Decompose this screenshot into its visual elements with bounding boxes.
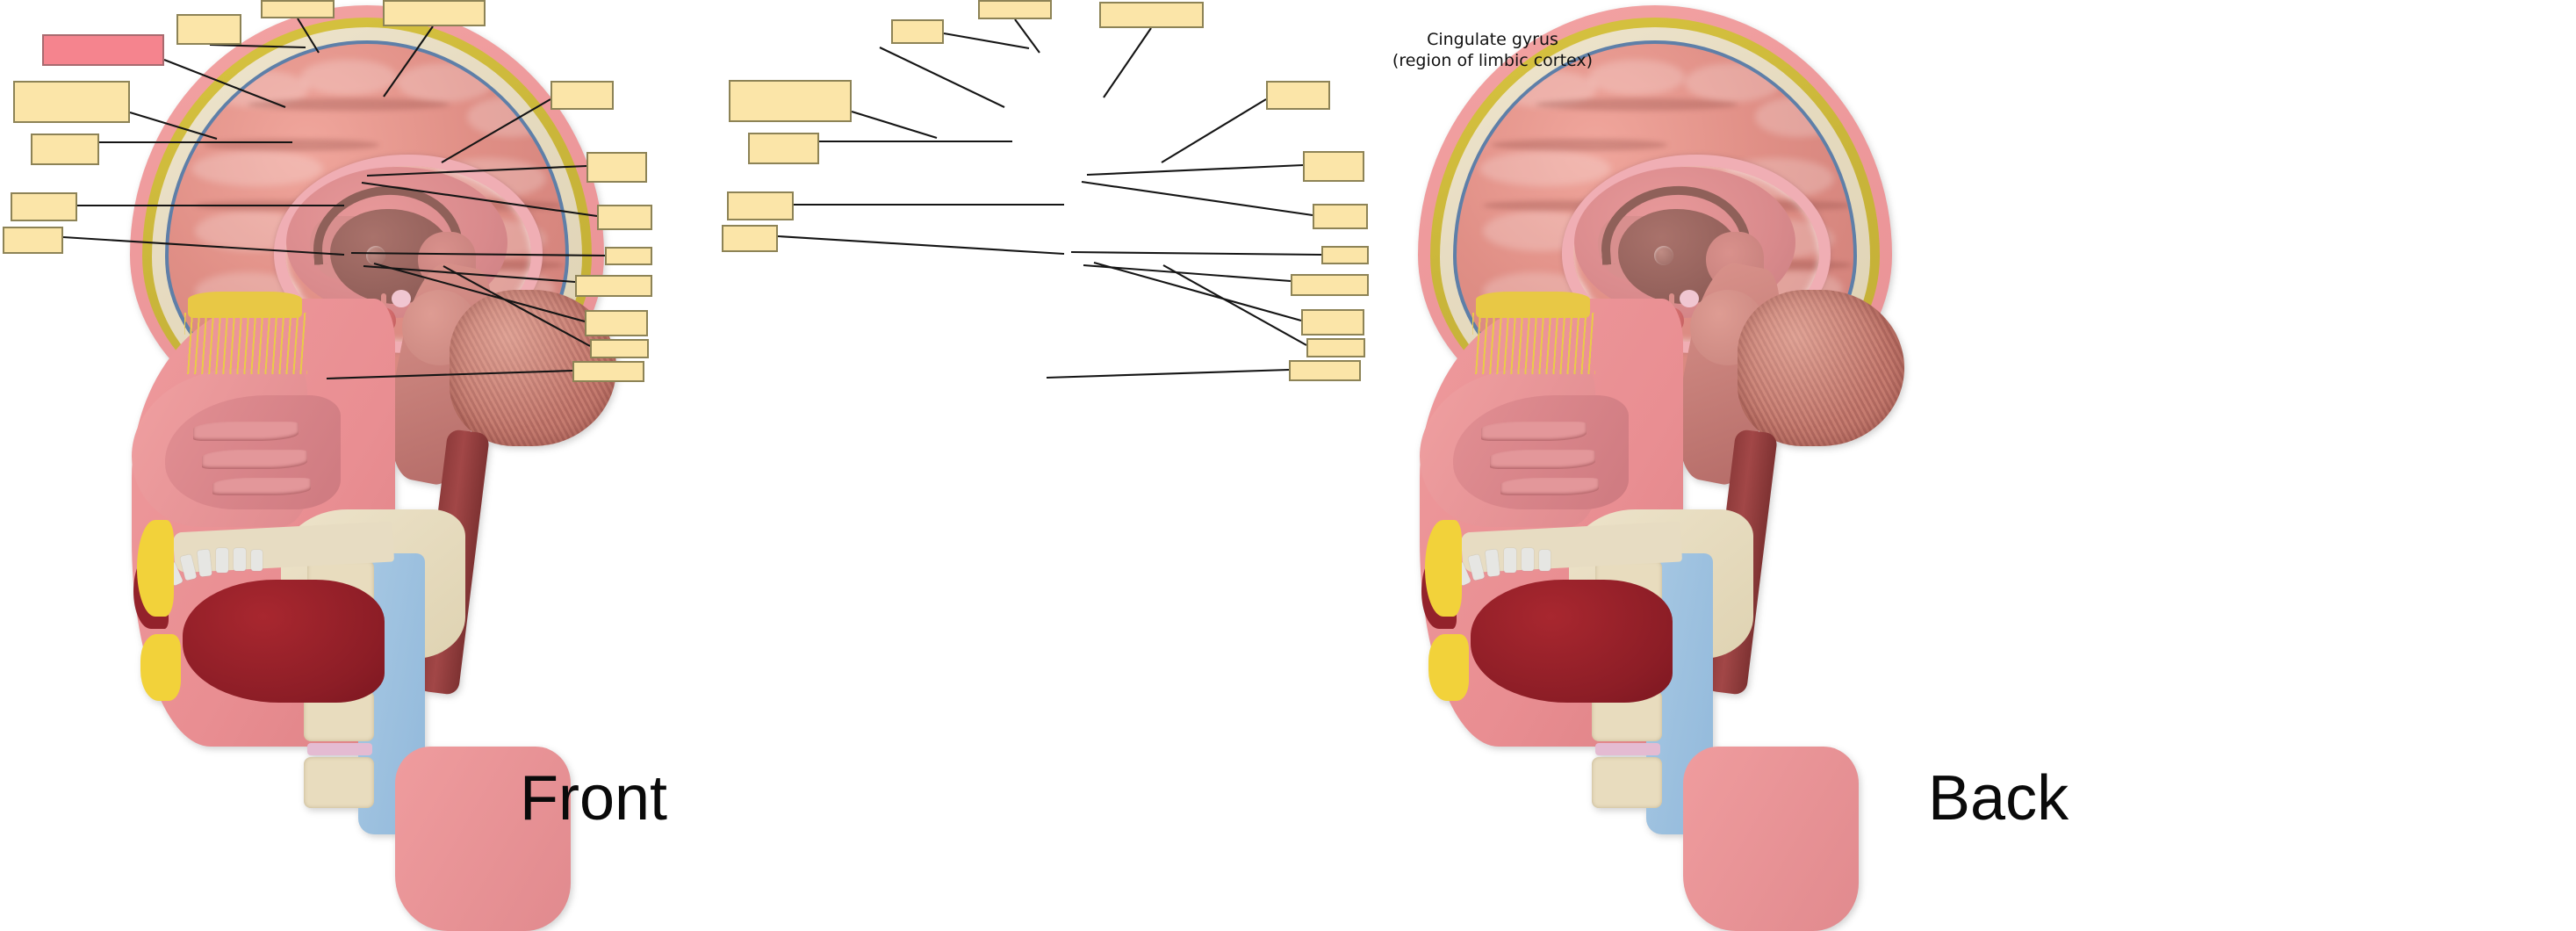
label-box-l-left-4[interactable]: [3, 227, 63, 254]
label-box-l-right-2[interactable]: [586, 152, 647, 183]
label-box-l-left-3[interactable]: [11, 192, 77, 221]
label-box-r-left-4[interactable]: [722, 225, 778, 252]
panel-front: Front: [0, 0, 1288, 931]
upper-lip-fat: [137, 520, 174, 617]
olfactory-bulb: [1476, 292, 1590, 318]
cerebellum: [1738, 290, 1904, 446]
label-box-r-top-3[interactable]: [1099, 2, 1204, 28]
face-and-neck-section: [1420, 290, 1859, 931]
label-box-l-right-1[interactable]: [550, 81, 614, 110]
label-box-r-top-1[interactable]: [891, 19, 944, 44]
label-box-r-right-1[interactable]: [1266, 81, 1330, 110]
label-box-r-left-1[interactable]: [729, 80, 852, 122]
lower-lip-fat: [140, 634, 181, 701]
label-box-r-right-5[interactable]: [1291, 274, 1369, 296]
interthalamic-adhesion: [1654, 246, 1673, 265]
teeth: [164, 546, 281, 595]
label-box-l-right-6[interactable]: [585, 310, 648, 336]
olfactory-nerve-fibers: [184, 313, 307, 374]
label-box-r-right-7[interactable]: [1306, 338, 1365, 357]
label-box-r-top-2[interactable]: [978, 0, 1052, 19]
tongue: [183, 580, 385, 703]
lower-lip-fat: [1428, 634, 1469, 701]
label-box-r-right-8[interactable]: [1289, 360, 1361, 381]
label-box-l-left-2[interactable]: [31, 134, 99, 165]
cingulate-gyrus-annotation: Cingulate gyrus (region of limbic cortex…: [1392, 30, 1594, 70]
olfactory-nerve-fibers: [1472, 313, 1595, 374]
neck-skin: [1683, 747, 1859, 931]
label-box-r-right-6[interactable]: [1301, 309, 1364, 336]
label-box-r-right-3[interactable]: [1313, 204, 1368, 229]
label-box-l-right-8[interactable]: [572, 361, 644, 382]
face-and-neck-section: [132, 290, 571, 931]
label-box-l-top-1[interactable]: [176, 14, 241, 45]
label-box-r-right-4[interactable]: [1321, 246, 1369, 264]
upper-lip-fat: [1425, 520, 1462, 617]
caption-back: Back: [1928, 763, 2069, 834]
label-box-l-pink[interactable]: [42, 34, 164, 66]
label-box-l-right-4[interactable]: [605, 247, 652, 265]
panel-back: Cingulate gyrus (region of limbic cortex…: [722, 0, 2576, 931]
interthalamic-adhesion: [366, 246, 385, 265]
tongue: [1471, 580, 1673, 703]
mammillary-body: [1680, 290, 1699, 307]
brain-midsagittal-illustration-front: [123, 0, 702, 931]
label-box-l-right-5[interactable]: [575, 275, 652, 297]
label-box-r-left-3[interactable]: [727, 191, 794, 220]
brain-midsagittal-illustration-back: [1411, 0, 1990, 931]
caption-front: Front: [520, 763, 668, 834]
olfactory-bulb: [188, 292, 302, 318]
label-box-l-top-3[interactable]: [383, 0, 486, 26]
label-box-l-right-7[interactable]: [590, 339, 649, 358]
label-box-r-right-2[interactable]: [1303, 151, 1364, 182]
teeth: [1452, 546, 1569, 595]
label-box-l-left-1[interactable]: [13, 81, 130, 123]
label-box-l-right-3[interactable]: [597, 205, 652, 230]
cerebellum-highlight: [1738, 290, 1904, 446]
label-box-r-left-2[interactable]: [748, 133, 819, 164]
label-box-l-top-2[interactable]: [261, 0, 335, 18]
